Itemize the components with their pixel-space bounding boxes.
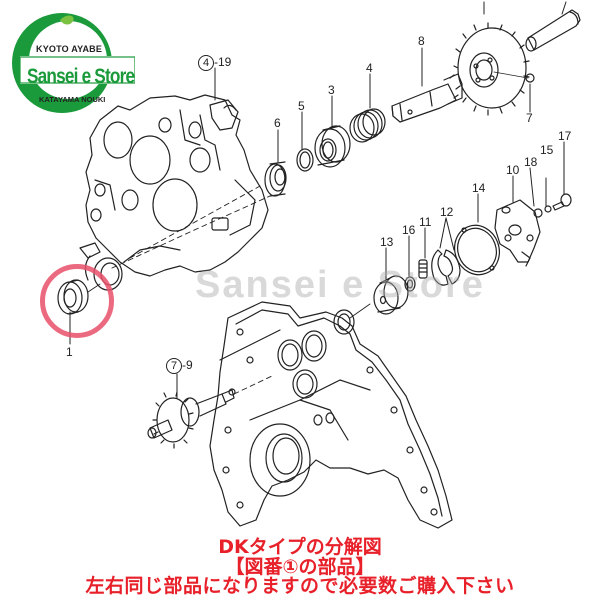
- callout-11: 11: [419, 215, 432, 229]
- part-18-nut: [533, 208, 543, 218]
- part-4-spring: [349, 108, 386, 143]
- callout-6: 6: [274, 116, 281, 130]
- logo-bottom-text: KATAYAMA NOUKI: [39, 95, 106, 104]
- callout-suffix: -19: [214, 55, 232, 69]
- logo-top-text: KYOTO AYABE: [36, 44, 103, 54]
- store-logo: KYOTO AYABE Sansei e Store KATAYAMA NOUK…: [0, 8, 136, 118]
- callout-14: 14: [472, 181, 486, 195]
- callout-13: 13: [380, 235, 394, 249]
- callout-5: 5: [298, 99, 305, 113]
- logo-main-text: Sansei e Store: [27, 65, 135, 88]
- caption-note: 左右同じ部品になりますので必要数ご購入下さい: [85, 575, 515, 597]
- part-7-ball: [525, 73, 535, 83]
- callout-3: 3: [328, 83, 335, 97]
- part-1-highlight-circle: [40, 264, 114, 338]
- callout-12: 12: [440, 205, 454, 219]
- callout-circled-number: 7: [166, 358, 182, 374]
- part-12-shoes: [431, 249, 461, 286]
- part-5-snap-ring: [296, 148, 314, 172]
- part-6-bearing: [264, 161, 287, 197]
- gear-case-lower: [209, 301, 453, 529]
- part-15-washer: [544, 205, 552, 213]
- part-8-shaft: [391, 73, 463, 123]
- callout-16: 16: [402, 223, 416, 237]
- callout-15: 15: [540, 143, 554, 157]
- part-16-washer: [404, 276, 416, 292]
- part-7-9-gear-shaft: [147, 375, 273, 449]
- caption-title: DKタイプの分解図: [218, 536, 382, 558]
- callout-4-19: 4-19: [198, 55, 231, 71]
- store-watermark: Sansei e Store: [195, 264, 485, 306]
- caption-part-number: 【図番①の部品】: [225, 556, 375, 578]
- sprocket-gear: [453, 22, 530, 116]
- gear-case-cover-upper: [79, 94, 271, 291]
- part-11-spring: [418, 259, 428, 279]
- pin: [525, 9, 581, 52]
- callout-circled-number: 4: [198, 55, 214, 71]
- callout-suffix: -9: [182, 358, 193, 372]
- callout-7-9: 7-9: [166, 358, 193, 374]
- part-10-cover: [494, 199, 541, 267]
- callout-8: 8: [418, 34, 425, 48]
- part-17-bolt: [552, 193, 572, 211]
- logo-ring-icon: [12, 13, 136, 113]
- part-3-cam: [314, 125, 351, 168]
- callout-4: 4: [366, 61, 373, 75]
- callout-1: 1: [66, 345, 73, 359]
- callout-10: 10: [506, 163, 520, 177]
- callout-18: 18: [524, 155, 538, 169]
- callout-17: 17: [558, 129, 572, 143]
- callout-7: 7: [526, 111, 533, 125]
